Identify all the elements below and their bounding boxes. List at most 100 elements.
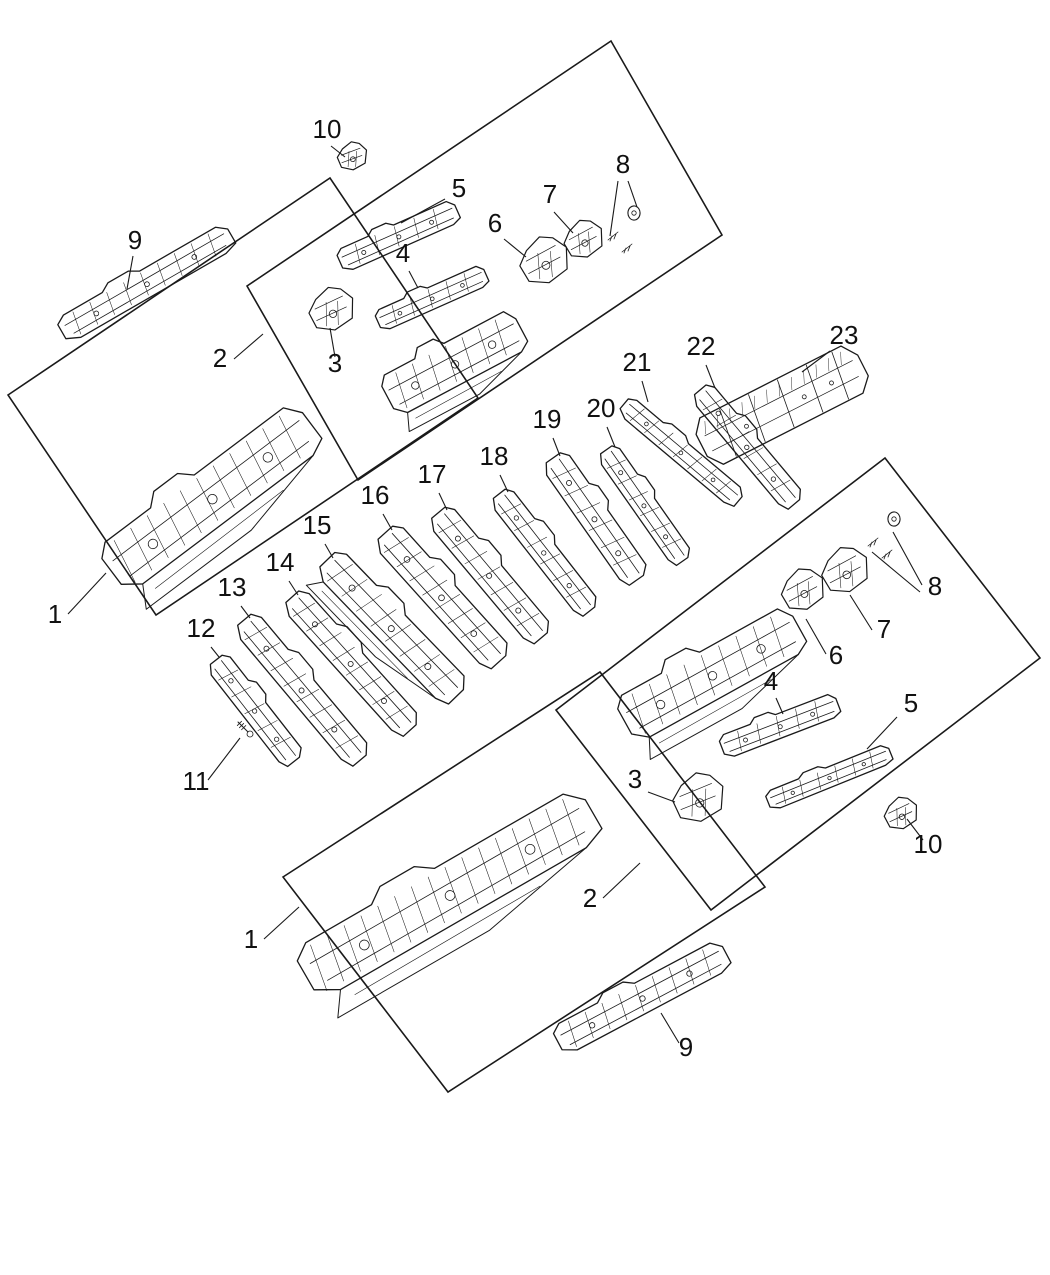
leader-15 <box>324 543 334 559</box>
assembly-box-upper <box>245 39 724 482</box>
part-20-art <box>599 445 691 567</box>
part-12-art <box>209 654 302 768</box>
part-7-right-art <box>821 547 868 593</box>
part-5-upper-art <box>336 200 462 270</box>
callout-21: 21 <box>623 347 652 377</box>
callout-1-left: 1 <box>48 599 62 629</box>
leader-18 <box>499 474 509 493</box>
leader-8-upper-b <box>627 180 638 208</box>
assembly-box-right <box>554 456 1042 912</box>
leader-13 <box>240 605 251 619</box>
rail-assembly-lower-box-art <box>296 793 603 1019</box>
assembly-box-lower <box>281 670 767 1094</box>
leader-12 <box>210 646 220 658</box>
part-8-right-art <box>867 511 901 560</box>
part-10-upper-art <box>336 141 368 171</box>
callout-5-right: 5 <box>904 688 918 718</box>
leader-6-right <box>805 618 827 655</box>
callout-4-right: 4 <box>764 666 778 696</box>
callout-17: 17 <box>418 459 447 489</box>
part-17-art <box>431 506 550 645</box>
part-18-art <box>492 488 597 617</box>
part-19-art <box>545 452 647 586</box>
callout-23: 23 <box>830 320 859 350</box>
part-9-lower-art <box>552 942 732 1051</box>
part-7-upper-art <box>563 219 603 258</box>
part-15-art <box>305 551 465 705</box>
callout-3-upper: 3 <box>328 348 342 378</box>
leader-lines <box>67 145 924 1044</box>
leader-16 <box>382 513 393 531</box>
callout-9-lower: 9 <box>679 1032 693 1062</box>
leader-4-right <box>775 697 784 715</box>
callout-22: 22 <box>687 331 716 361</box>
callout-10-right: 10 <box>914 829 943 859</box>
callout-10-upper: 10 <box>313 114 342 144</box>
callout-5-upper: 5 <box>452 173 466 203</box>
callout-7-upper: 7 <box>543 179 557 209</box>
assembly-boxes <box>6 39 1042 1094</box>
parts-artwork <box>57 141 918 1051</box>
leader-23 <box>801 350 831 373</box>
leader-5-right <box>866 716 898 750</box>
leader-17 <box>438 492 448 511</box>
leader-20 <box>606 426 616 448</box>
leader-2-right <box>602 862 641 899</box>
leader-8-upper-a <box>609 180 619 237</box>
leader-9-upper-left <box>126 255 134 290</box>
part-6-right-art <box>780 568 824 610</box>
leader-2-upper <box>233 333 264 360</box>
callout-15: 15 <box>303 510 332 540</box>
leader-10-upper <box>330 145 346 158</box>
leader-7-upper <box>553 211 574 234</box>
leader-14 <box>288 580 299 596</box>
callout-4-upper: 4 <box>396 238 410 268</box>
leader-3-right <box>647 791 676 803</box>
part-22-art <box>693 384 801 510</box>
callout-13: 13 <box>218 572 247 602</box>
callout-7-right: 7 <box>877 614 891 644</box>
leader-19 <box>552 437 561 457</box>
leader-11 <box>207 737 241 781</box>
callout-14: 14 <box>266 547 295 577</box>
leader-1-lower <box>263 906 300 940</box>
leader-4-upper <box>408 270 419 289</box>
rail-assembly-upper-box-art <box>381 311 529 433</box>
part-4-upper-art <box>374 265 490 330</box>
leader-8-right-b <box>871 551 921 593</box>
leader-1-left <box>67 572 107 615</box>
rail-assembly-right-box-art <box>617 608 808 760</box>
callout-2-right: 2 <box>583 883 597 913</box>
part-14-art <box>285 590 417 737</box>
callout-20: 20 <box>587 393 616 423</box>
leader-3-upper <box>329 327 336 358</box>
rail-assembly-left-box-art <box>101 407 323 610</box>
leader-21 <box>641 380 649 403</box>
callout-19: 19 <box>533 404 562 434</box>
callout-labels: 9 10 5 7 8 6 4 2 3 23 22 21 20 19 18 17 … <box>48 114 943 1062</box>
part-10-right-art <box>883 796 918 830</box>
part-4-right-art <box>718 693 842 757</box>
part-21-art <box>619 398 743 507</box>
callout-2-upper: 2 <box>213 343 227 373</box>
part-5-right-art <box>765 745 894 809</box>
callout-6-right: 6 <box>829 640 843 670</box>
callout-3-right: 3 <box>628 764 642 794</box>
part-16-art <box>377 525 508 670</box>
callout-9-upper-left: 9 <box>128 225 142 255</box>
callout-11: 11 <box>183 766 210 796</box>
leader-5-upper <box>400 198 446 224</box>
part-9-upper-art <box>57 226 237 340</box>
leader-7-right <box>849 594 873 631</box>
callout-18: 18 <box>480 441 509 471</box>
part-3-right-art <box>672 772 724 822</box>
callout-1-lower: 1 <box>244 924 258 954</box>
leader-8-right-a <box>892 531 923 586</box>
part-11-art <box>236 720 254 738</box>
leader-10-right <box>906 818 924 841</box>
leader-22 <box>705 364 716 389</box>
callout-8-upper: 8 <box>616 149 630 179</box>
callout-6-upper: 6 <box>488 208 502 238</box>
